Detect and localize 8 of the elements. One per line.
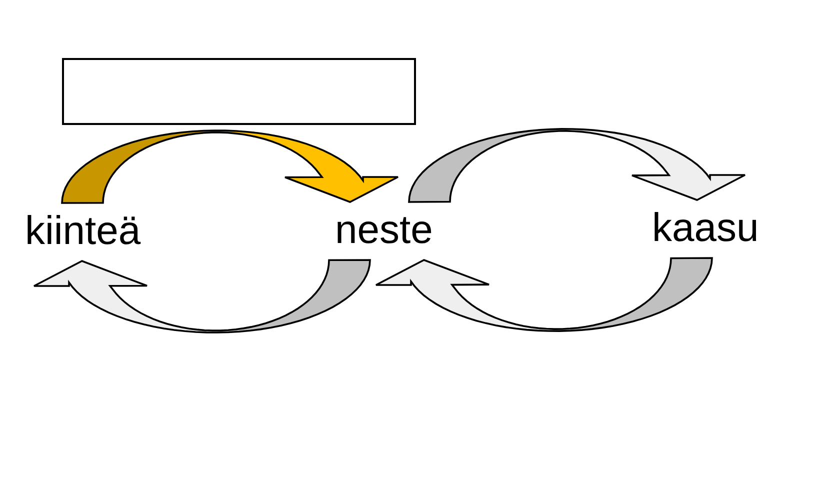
curved-arrow — [408, 128, 746, 203]
state-label: kiinteä — [25, 203, 141, 261]
state-label: neste — [335, 202, 433, 260]
curved-arrow — [375, 257, 713, 332]
curved-arrow — [61, 130, 399, 204]
answer-box — [62, 58, 416, 125]
state-label: kaasu — [652, 200, 759, 258]
curved-arrow — [33, 259, 371, 334]
